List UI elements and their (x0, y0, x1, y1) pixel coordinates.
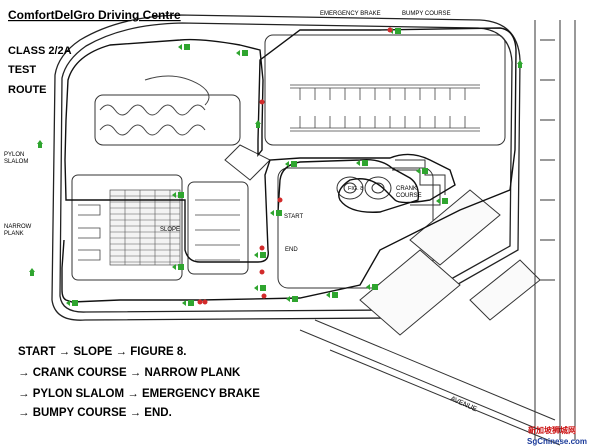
watermark-site: SgChinese.com (527, 437, 587, 446)
route-step-2: → CRANK COURSE → NARROW PLANK (18, 367, 241, 379)
crank-course (392, 159, 446, 206)
route-step-3: → PYLON SLALOM → EMERGENCY BRAKE (18, 388, 260, 400)
route-markers-green (29, 28, 523, 306)
label-narrow-plank-2: PLANK (4, 231, 24, 237)
route-legend: START → SLOPE → FIGURE 8. → CRANK COURSE… (18, 346, 318, 426)
label-slope: SLOPE (160, 227, 180, 233)
route-step-4: → BUMPY COURSE → END. (18, 407, 172, 419)
parking-rows-top (290, 84, 480, 132)
test-route-line (61, 27, 517, 303)
watermark-chinese: 新加坡狮城网 (528, 425, 576, 435)
route-step-1: START → SLOPE → FIGURE 8. (18, 346, 187, 358)
label-emergency-brake: EMERGENCY BRAKE (320, 11, 381, 17)
label-bumpy-course: BUMPY COURSE (402, 11, 451, 17)
label-crank-course-2: COURSE (396, 193, 422, 199)
route-markers-red (197, 27, 393, 305)
map-title: ComfortDelGro Driving Centre (8, 8, 181, 22)
label-pylon-slalom-2: SLALOM (4, 159, 28, 165)
watermark: 新加坡狮城网 SgChinese.com (527, 425, 587, 446)
label-start: START (284, 214, 303, 220)
buildings-bottom-right (359, 189, 541, 336)
label-end: END (285, 247, 298, 253)
label-figure8: FIG. 8 (348, 186, 363, 192)
label-crank-course-1: CRANK (396, 186, 417, 192)
highway (534, 20, 576, 440)
diagonal-road (299, 319, 561, 446)
subtitle-line-3: ROUTE (8, 84, 47, 96)
label-pylon-slalom-1: PYLON (4, 152, 24, 158)
plank-lanes (78, 199, 240, 261)
slalom-curves (99, 75, 210, 136)
figure8-course (336, 176, 392, 200)
slope-area (109, 189, 181, 266)
subtitle-line-1: CLASS 2/2A (8, 45, 72, 57)
label-narrow-plank-1: NARROW (4, 224, 32, 230)
subtitle-line-2: TEST (8, 64, 36, 76)
